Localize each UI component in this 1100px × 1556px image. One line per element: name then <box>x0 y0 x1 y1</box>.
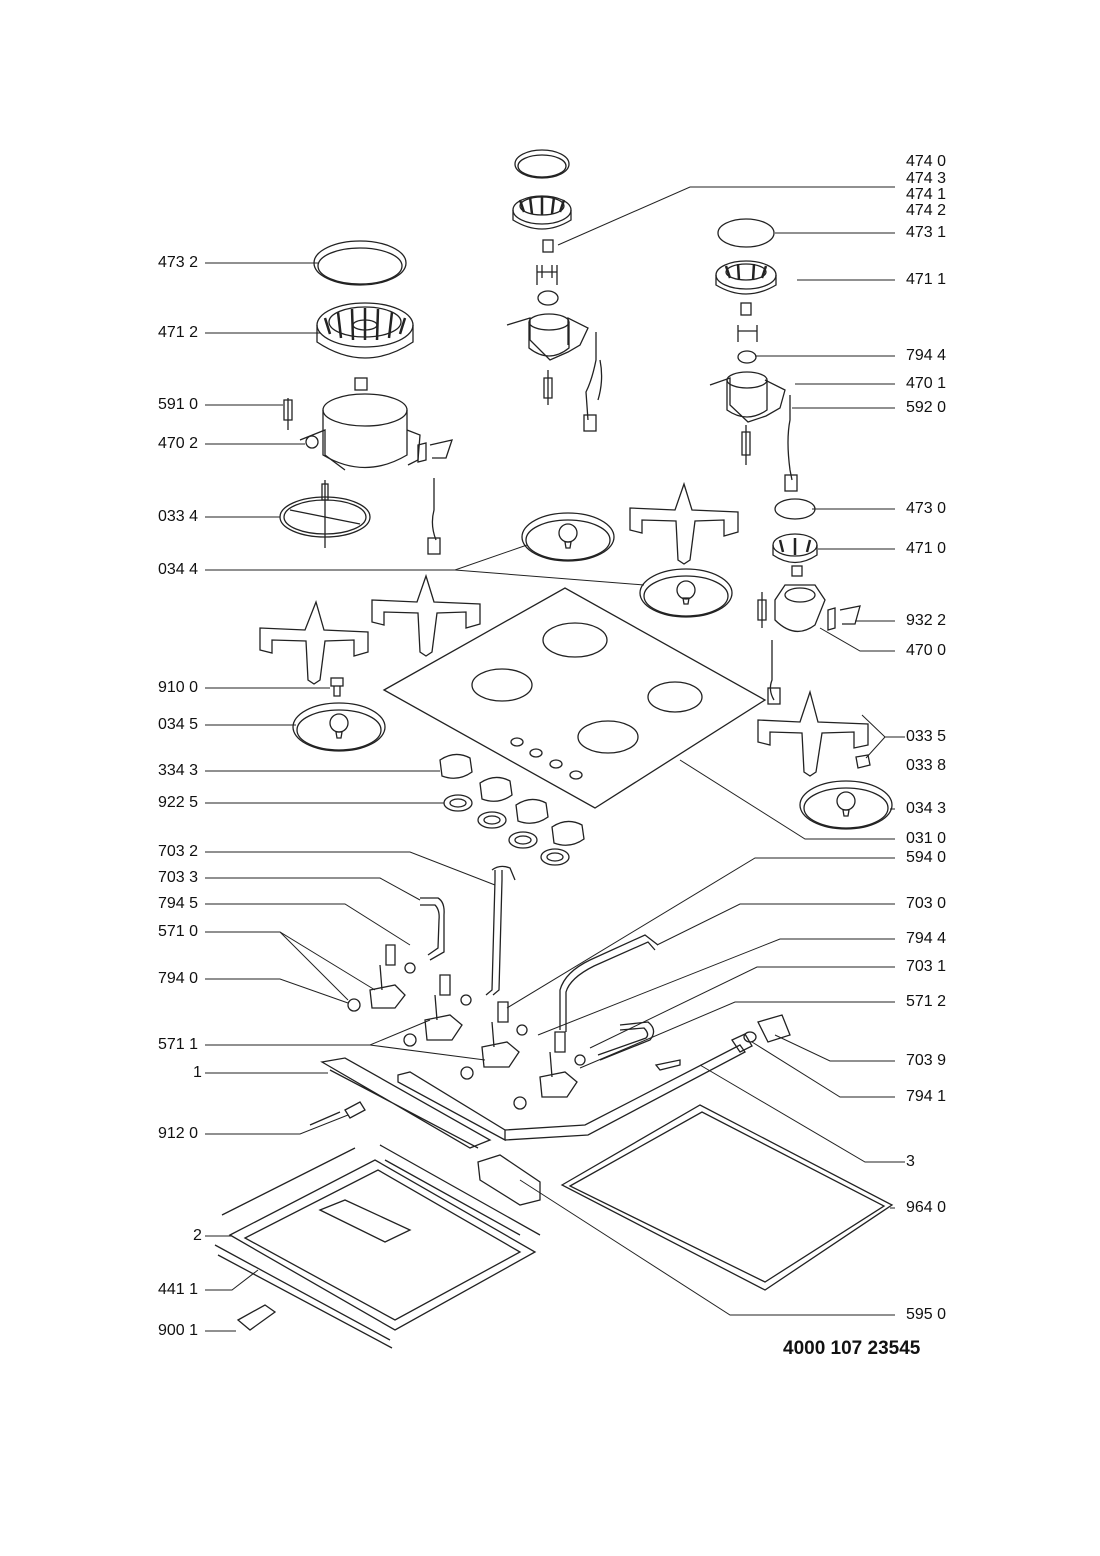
gas-taps <box>347 944 586 1110</box>
gas-pipes <box>397 865 791 1142</box>
label-334-3: 334 3 <box>158 762 199 779</box>
label-703-2: 703 2 <box>158 843 199 860</box>
label-033-8: 033 8 <box>906 757 947 774</box>
label-471-1: 471 1 <box>906 271 947 288</box>
label-441-1: 441 1 <box>158 1281 199 1298</box>
burner-cap-top-right <box>717 218 775 248</box>
label-912-0: 912 0 <box>158 1125 199 1142</box>
label-470-0: 470 0 <box>906 642 947 659</box>
knob-rings <box>443 794 570 866</box>
burner-body-small <box>774 584 826 632</box>
label-034-3: 034 3 <box>906 800 947 817</box>
label-034-4: 034 4 <box>158 561 199 578</box>
document-number: 4000 107 23545 <box>783 1338 921 1359</box>
burner-cap-top-center <box>514 149 570 179</box>
bottom-casing <box>214 1144 541 1349</box>
label-594-0: 594 0 <box>906 849 947 866</box>
fixing-clip <box>236 1304 277 1331</box>
ignition-module <box>477 1154 541 1206</box>
label-932-2: 932 2 <box>906 612 947 629</box>
pan-support <box>371 573 481 657</box>
label-474-1: 474 1 <box>906 186 947 203</box>
label-591-0: 591 0 <box>158 396 199 413</box>
label-571-0: 571 0 <box>158 923 199 940</box>
pan-support <box>629 481 739 565</box>
label-922-5: 922 5 <box>158 794 199 811</box>
label-794-0: 794 0 <box>158 970 199 987</box>
label-3: 3 <box>906 1153 915 1170</box>
glass-top-plate <box>382 587 767 809</box>
burner-body-top-center <box>506 313 589 361</box>
label-471-0: 471 0 <box>906 540 947 557</box>
label-794-4-mid: 794 4 <box>906 930 947 947</box>
spreader-plate <box>639 568 733 618</box>
label-703-9: 703 9 <box>906 1052 947 1069</box>
label-034-5: 034 5 <box>158 716 199 733</box>
clip <box>855 754 871 769</box>
label-470-2: 470 2 <box>158 435 199 452</box>
label-474-2: 474 2 <box>906 202 947 219</box>
burner-crown-top-right <box>715 260 777 295</box>
burner-crown-left <box>316 302 414 359</box>
pan-support <box>757 689 869 777</box>
spreader-plate <box>292 702 386 752</box>
leader-lines <box>205 186 905 1332</box>
control-knobs <box>439 753 585 846</box>
burner-body-left <box>299 393 421 471</box>
label-595-0: 595 0 <box>906 1306 947 1323</box>
label-910-0: 910 0 <box>158 679 199 696</box>
label-794-5: 794 5 <box>158 895 199 912</box>
screw <box>309 1101 366 1126</box>
burner-crown-top-center <box>512 195 572 230</box>
label-470-1: 470 1 <box>906 375 947 392</box>
spreader-plate <box>799 780 893 830</box>
label-474-3: 474 3 <box>906 170 947 187</box>
label-471-2: 471 2 <box>158 324 199 341</box>
label-703-1: 703 1 <box>906 958 947 975</box>
label-033-5: 033 5 <box>906 728 947 745</box>
label-592-0: 592 0 <box>906 399 947 416</box>
label-473-0: 473 0 <box>906 500 947 517</box>
label-703-0: 703 0 <box>906 895 947 912</box>
label-900-1: 900 1 <box>158 1322 199 1339</box>
label-571-1: 571 1 <box>158 1036 199 1053</box>
gasket-seal <box>560 1104 894 1291</box>
wok-ring <box>279 480 371 548</box>
pan-support <box>259 599 369 685</box>
label-571-2: 571 2 <box>906 993 947 1010</box>
burner-cap-small <box>774 498 816 520</box>
label-473-2: 473 2 <box>158 254 199 271</box>
label-033-4: 033 4 <box>158 508 199 525</box>
label-473-1: 473 1 <box>906 224 947 241</box>
label-474-0: 474 0 <box>906 153 947 170</box>
burner-crown-small <box>772 533 818 564</box>
label-794-1: 794 1 <box>906 1088 947 1105</box>
label-031-0: 031 0 <box>906 830 947 847</box>
label-964-0: 964 0 <box>906 1199 947 1216</box>
label-1: 1 <box>193 1064 202 1081</box>
label-703-3: 703 3 <box>158 869 199 886</box>
front-bracket <box>320 1057 492 1149</box>
label-2: 2 <box>193 1227 202 1244</box>
label-794-4-top: 794 4 <box>906 347 947 364</box>
burner-body-top-right <box>709 371 786 423</box>
screw <box>330 677 344 697</box>
spreader-plate <box>521 512 615 562</box>
burner-cap-left <box>313 240 407 286</box>
